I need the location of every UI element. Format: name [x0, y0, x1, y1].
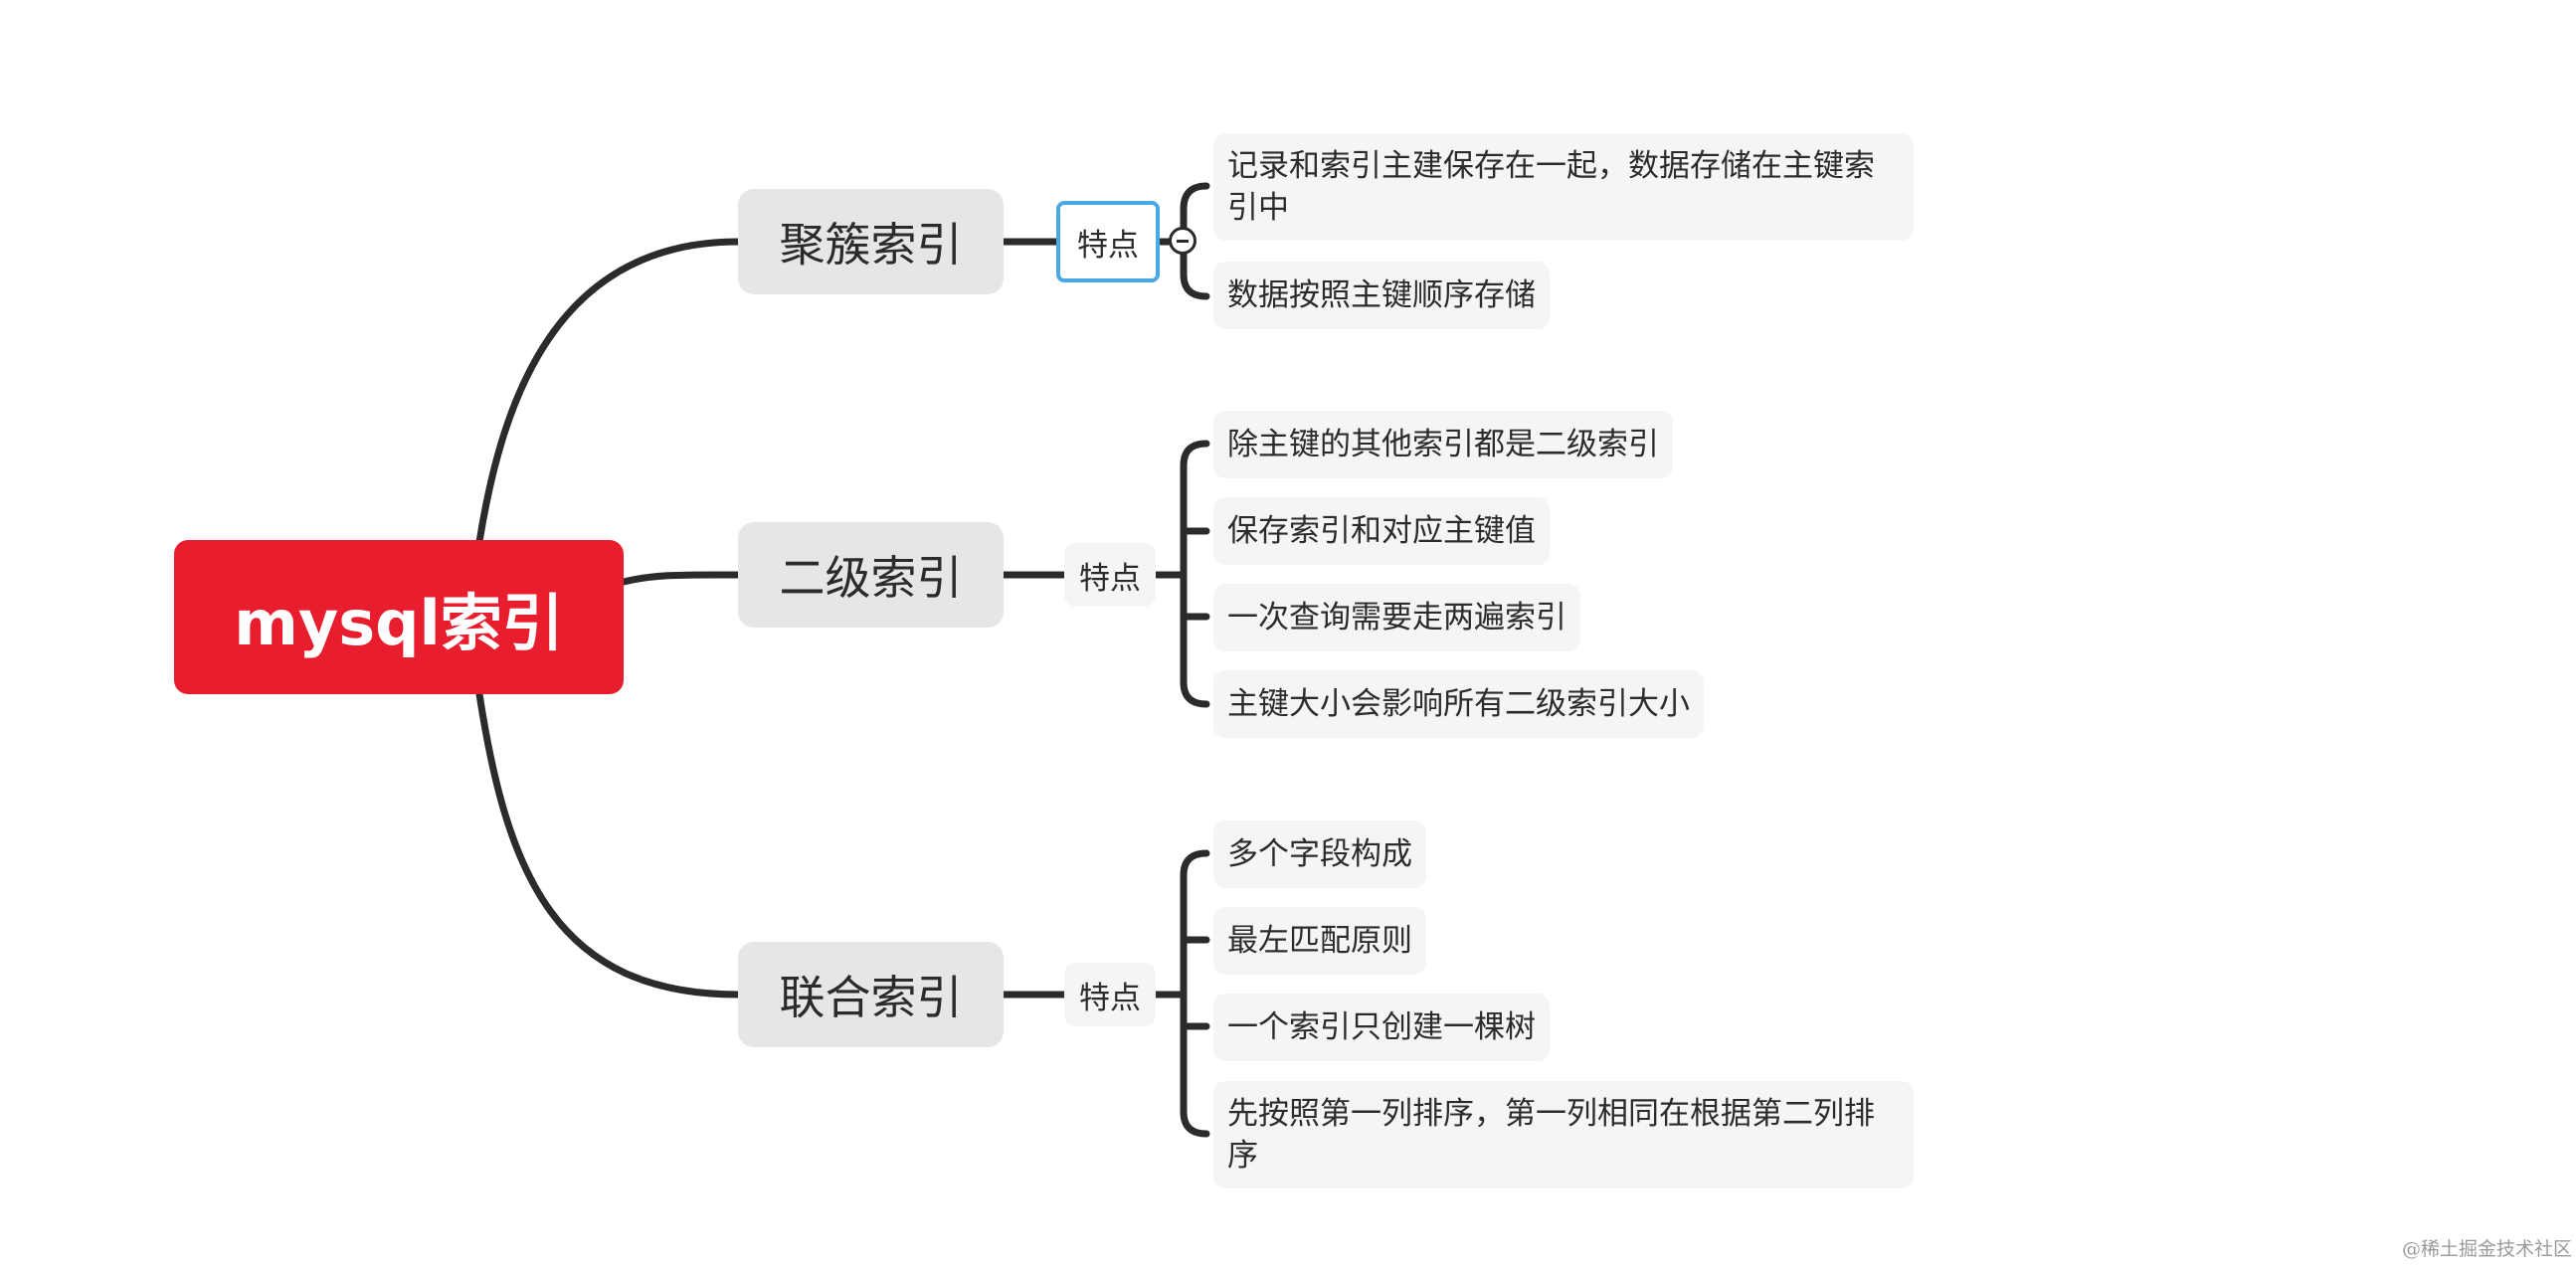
- branch-node-clustered-index[interactable]: 聚簇索引: [738, 189, 1004, 294]
- leaf-node[interactable]: 保存索引和对应主键值: [1213, 497, 1550, 565]
- leaf-node[interactable]: 一次查询需要走两遍索引: [1213, 584, 1580, 651]
- leaf-node[interactable]: 多个字段构成: [1213, 820, 1426, 888]
- feature-node-secondary-index[interactable]: 特点: [1064, 543, 1156, 607]
- leaf-node[interactable]: 先按照第一列排序，第一列相同在根据第二列排序: [1213, 1081, 1914, 1188]
- root-node[interactable]: mysql索引: [174, 540, 624, 694]
- leaf-node[interactable]: 主键大小会影响所有二级索引大小: [1213, 670, 1704, 738]
- bracket-3: [1180, 849, 1210, 1138]
- connector-root-branch-1: [475, 238, 742, 546]
- branch-node-secondary-index[interactable]: 二级索引: [738, 522, 1004, 628]
- bracket-2: [1180, 440, 1210, 708]
- branch-node-composite-index[interactable]: 联合索引: [738, 942, 1004, 1047]
- connector-root-branch-2: [620, 571, 742, 586]
- leaf-node[interactable]: 一个索引只创建一棵树: [1213, 994, 1550, 1061]
- leaf-node[interactable]: 记录和索引主建保存在一起，数据存储在主键索引中: [1213, 133, 1914, 241]
- connector-root-branch-3: [475, 690, 742, 999]
- leaf-node[interactable]: 数据按照主键顺序存储: [1213, 262, 1550, 329]
- leaf-node[interactable]: 除主键的其他索引都是二级索引: [1213, 411, 1673, 478]
- feature-node-composite-index[interactable]: 特点: [1064, 963, 1156, 1026]
- watermark: @稀土掘金技术社区: [2401, 1238, 2572, 1260]
- feature-node-clustered-index[interactable]: 特点: [1056, 201, 1160, 282]
- leaf-node[interactable]: 最左匹配原则: [1213, 907, 1426, 975]
- collapse-toggle-icon[interactable]: [1169, 227, 1196, 255]
